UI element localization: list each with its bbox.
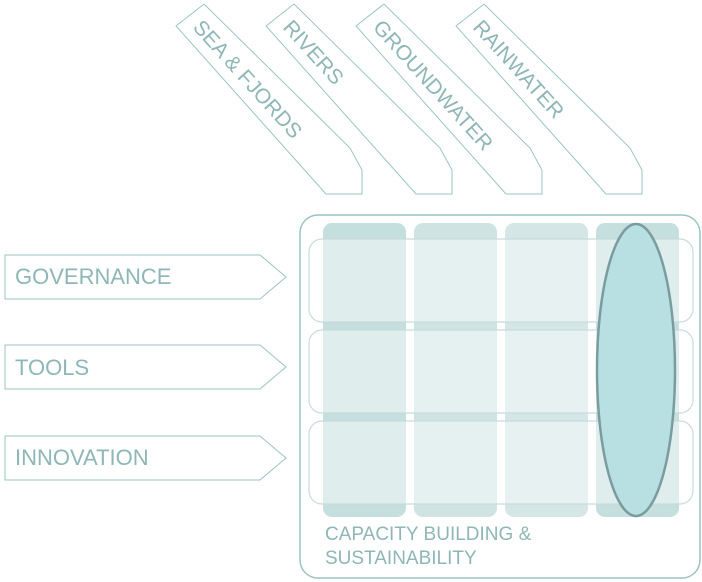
arrow-label-governance: GOVERNANCE — [15, 264, 171, 289]
arrow-tools: TOOLS — [4, 344, 287, 390]
row-governance — [308, 238, 694, 323]
column-groundwater — [505, 223, 588, 517]
arrow-sea-fjords: SEA & FJORDS — [175, 3, 363, 195]
row-innovation — [308, 420, 694, 505]
footer-line-2: SUSTAINABILITY — [325, 548, 477, 569]
arrow-label-rainwater: RAINWATER — [468, 16, 568, 123]
footer-line-1: CAPACITY BUILDING & — [325, 524, 532, 545]
arrow-governance: GOVERNANCE — [4, 254, 287, 300]
arrow-label-tools: TOOLS — [15, 355, 89, 380]
column-rivers — [414, 223, 497, 517]
arrow-innovation: INNOVATION — [4, 435, 287, 481]
arrow-rainwater: RAINWATER — [455, 3, 643, 195]
rainwater-highlight — [595, 222, 677, 518]
column-sea-fjords — [323, 223, 406, 517]
arrow-label-innovation: INNOVATION — [15, 445, 149, 470]
